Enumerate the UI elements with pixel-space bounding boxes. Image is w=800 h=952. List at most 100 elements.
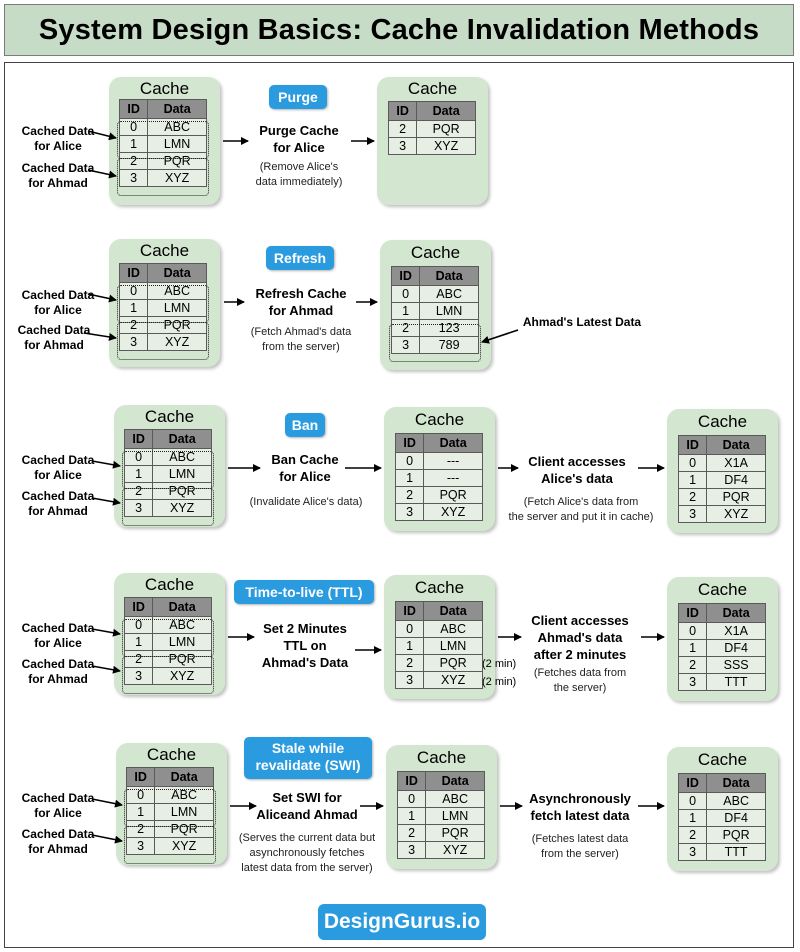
arrow-ahmad [91, 834, 123, 844]
label-ahmad: Cached Data for Ahmad [17, 323, 91, 352]
ttl-tag: (2 min) [482, 676, 517, 688]
action-description-2: (Fetch Alice's data from the server and … [508, 496, 654, 523]
action-label-2: Client accesses Alice's data [528, 454, 626, 486]
cache-title: Cache [697, 580, 748, 599]
col-data-header: Data [147, 99, 207, 119]
col-id-header: ID [118, 99, 149, 119]
action-description: (Serves the current data but asynchronou… [238, 832, 376, 874]
diagram-frame [4, 62, 794, 948]
action-description-2: (Fetches data from the server) [533, 667, 627, 694]
action-label: Ban Cache for Alice [271, 452, 339, 484]
cache-title: Cache [697, 750, 748, 769]
cache-title: Cache [139, 79, 190, 98]
ahmad-group-outline [122, 488, 214, 526]
cache-title: Cache [697, 412, 748, 431]
arrow-alice [91, 798, 123, 808]
cache-title: Cache [139, 241, 190, 260]
method-badge: Refresh [266, 246, 334, 270]
arrow-alice [87, 293, 117, 303]
cache-title: Cache [144, 407, 195, 426]
label-alice: Cached Data for Alice [21, 288, 95, 317]
arrow-ahmad [91, 665, 121, 674]
ahmad-group-outline [117, 322, 209, 360]
method-badge: Stale while revalidate (SWI) [244, 737, 372, 779]
arrow-ahmad [83, 332, 117, 341]
action-label-2: Client accesses Ahmad's data after 2 min… [531, 613, 629, 662]
label-ahmad: Cached Data for Ahmad [21, 161, 95, 190]
cache-title: Cache [414, 410, 465, 429]
ttl-tag: (2 min) [482, 658, 517, 670]
label-alice: Cached Data for Alice [21, 621, 95, 650]
table-row: 1--- [394, 469, 483, 487]
ahmad-group-outline [124, 826, 216, 864]
action-description-2: (Fetches latest data from the server) [531, 833, 629, 860]
brand-logo[interactable]: DesignGurus.io [318, 904, 486, 940]
label-alice: Cached Data for Alice [21, 791, 95, 820]
action-description: (Remove Alice's data immediately) [255, 161, 343, 188]
ahmad-group-outline [117, 158, 209, 196]
arrow-alice [91, 460, 121, 469]
cache-title: Cache [146, 745, 197, 764]
label-ahmad: Cached Data for Ahmad [21, 827, 95, 856]
cache-title: Cache [416, 748, 467, 767]
action-label: Set SWI for Aliceand Ahmad [256, 790, 358, 822]
action-label: Purge Cache for Alice [259, 123, 339, 155]
action-label-2: Asynchronously fetch latest data [529, 791, 631, 823]
arrow-ahmad [87, 169, 117, 179]
arrow-ahmad [91, 497, 121, 506]
label-alice: Cached Data for Alice [21, 124, 95, 153]
ahmad-group-outline [122, 656, 214, 694]
